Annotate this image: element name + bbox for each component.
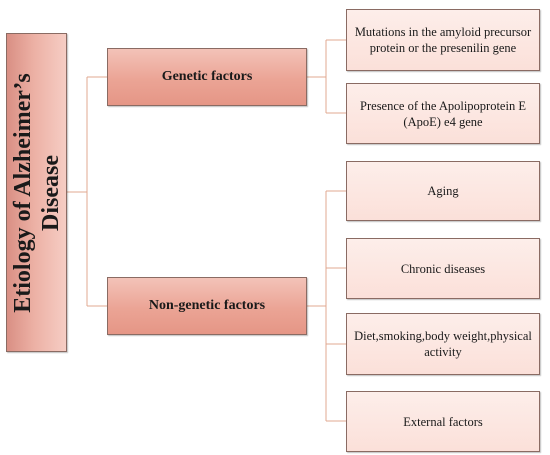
- root-title: Etiology of Alzheimer’s Disease: [9, 73, 65, 313]
- leaf-diet-label: Diet,smoking,body weight,physical activi…: [354, 329, 532, 359]
- leaf-apoe-label: Presence of the Apolipoprotein E (ApoE) …: [360, 98, 526, 129]
- leaf-apoe-node: Presence of the Apolipoprotein E (ApoE) …: [346, 83, 540, 144]
- genetic-factors-label: Genetic factors: [161, 69, 253, 84]
- leaf-aging-node: Aging: [346, 161, 540, 221]
- root-title-line2: Disease: [37, 154, 64, 231]
- genetic-factors-node: Genetic factors: [107, 48, 307, 106]
- non-genetic-factors-node: Non-genetic factors: [107, 277, 307, 335]
- non-genetic-factors-label: Non-genetic factors: [148, 298, 266, 313]
- leaf-external-factors-node: External factors: [346, 391, 540, 452]
- leaf-mutations-label: Mutations in the amyloid precursor prote…: [354, 25, 532, 55]
- leaf-mutations-node: Mutations in the amyloid precursor prote…: [346, 9, 540, 71]
- leaf-chronic-diseases-node: Chronic diseases: [346, 238, 540, 299]
- root-node: Etiology of Alzheimer’s Disease: [6, 33, 67, 352]
- leaf-external-factors-label: External factors: [403, 414, 483, 429]
- leaf-diet-node: Diet,smoking,body weight,physical activi…: [346, 313, 540, 375]
- leaf-chronic-diseases-label: Chronic diseases: [400, 261, 486, 276]
- root-title-line1: Etiology of Alzheimer’s: [9, 72, 36, 313]
- leaf-aging-label: Aging: [427, 184, 459, 198]
